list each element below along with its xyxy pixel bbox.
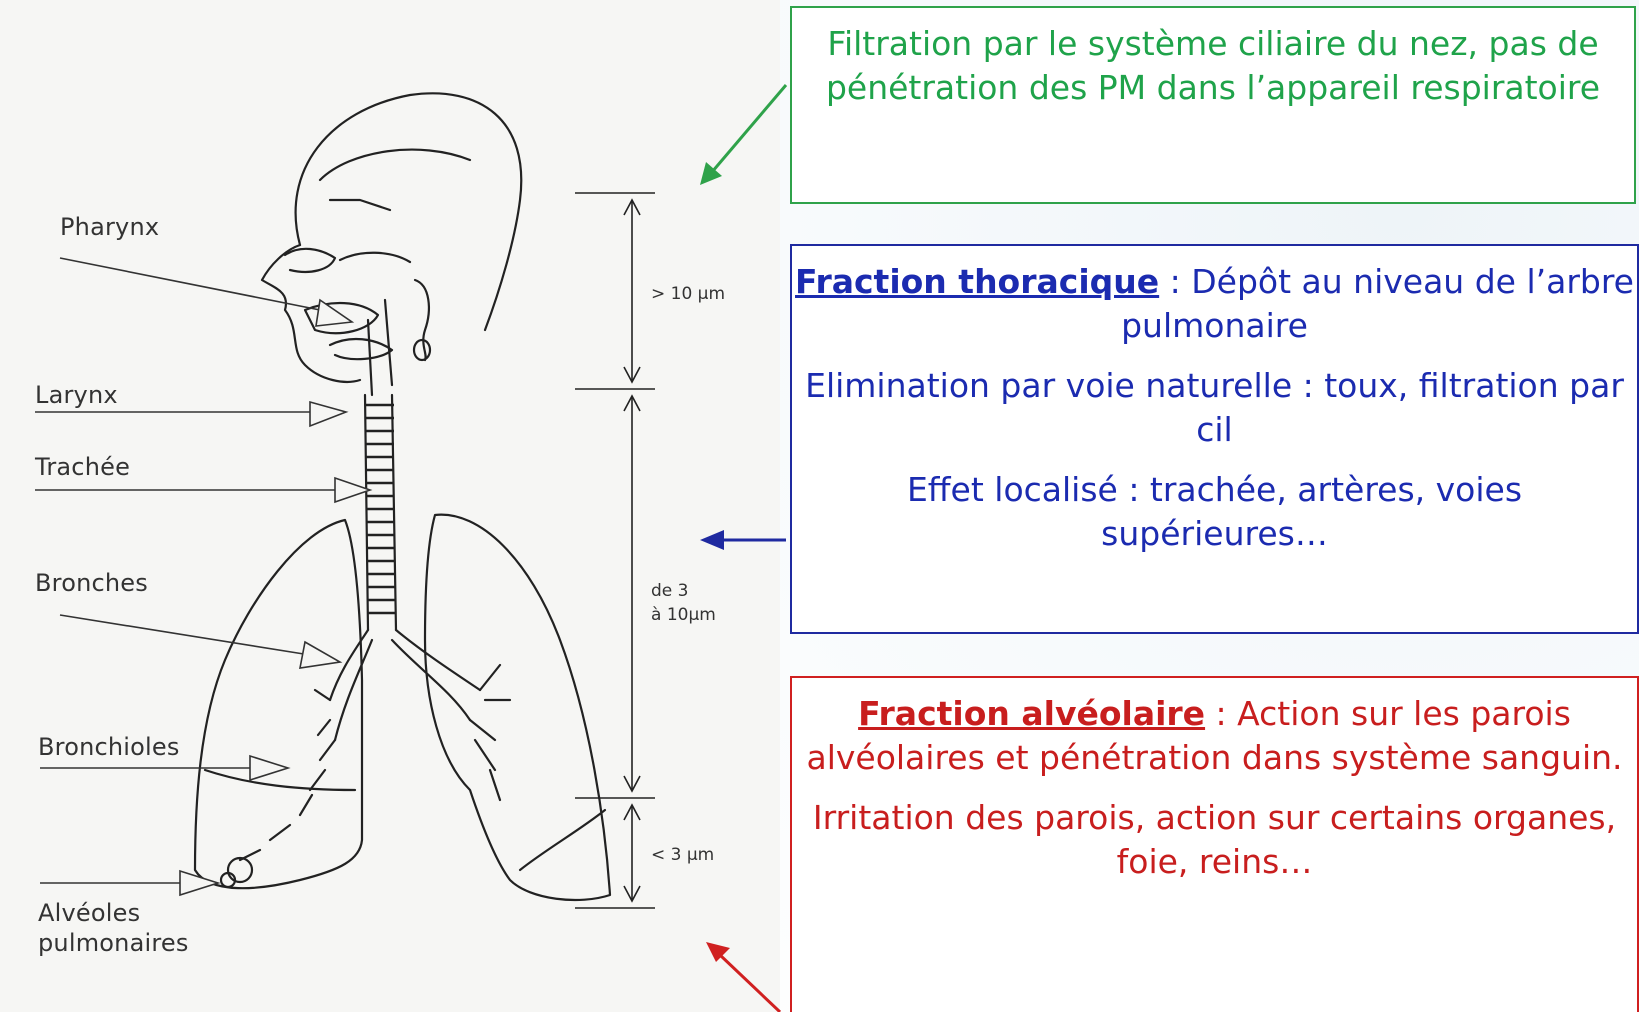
size-middle-1: de 3 [651, 580, 688, 602]
alveolar-title: Fraction alvéolaire [858, 694, 1205, 733]
size-lower: < 3 µm [651, 844, 714, 866]
alveolar-irritation: Irritation des parois, action sur certai… [792, 796, 1637, 884]
thoracic-elimination: Elimination par voie naturelle : toux, f… [792, 364, 1637, 452]
thoracic-effect: Effet localisé : trachée, artères, voies… [792, 468, 1637, 556]
size-upper: > 10 µm [651, 283, 725, 305]
left-bronchus [330, 630, 372, 740]
label-pharynx: Pharynx [60, 212, 159, 242]
size-scale [575, 193, 655, 908]
face-outline [262, 245, 360, 382]
tongue [330, 339, 392, 359]
thoracic-title: Fraction thoracique [795, 262, 1159, 301]
nose-filtration-box: Filtration par le système ciliaire du ne… [790, 6, 1636, 204]
thoracic-fraction-box: Fraction thoracique : Dépôt au niveau de… [790, 244, 1639, 634]
nasal-cavity [285, 249, 335, 272]
nose-filtration-text: Filtration par le système ciliaire du ne… [792, 22, 1634, 110]
right-fissure [520, 810, 605, 870]
right-bronchioles [470, 665, 510, 800]
respiratory-tract-figure: Pharynx Larynx Trachée Bronches Bronchio… [0, 0, 780, 1012]
skull-inner [320, 150, 470, 262]
size-middle-2: à 10µm [651, 604, 716, 626]
label-alveoles-1: Alvéoles [38, 898, 140, 928]
ear [415, 280, 429, 360]
head-outline [296, 93, 522, 330]
right-lung [425, 515, 610, 900]
label-larynx: Larynx [35, 380, 118, 410]
pharynx-wall [368, 300, 392, 395]
alveolar-fraction-box: Fraction alvéolaire : Action sur les par… [790, 676, 1639, 1012]
left-fissure [205, 770, 355, 790]
thoracic-desc: : Dépôt au niveau de l’arbre pulmonaire [1121, 262, 1634, 345]
label-trachee: Trachée [35, 452, 130, 482]
right-bronchus [392, 630, 480, 720]
label-bronches: Bronches [35, 568, 148, 598]
label-bronchioles: Bronchioles [38, 732, 180, 762]
label-alveoles-2: pulmonaires [38, 928, 189, 958]
trachea-rings [366, 405, 396, 613]
